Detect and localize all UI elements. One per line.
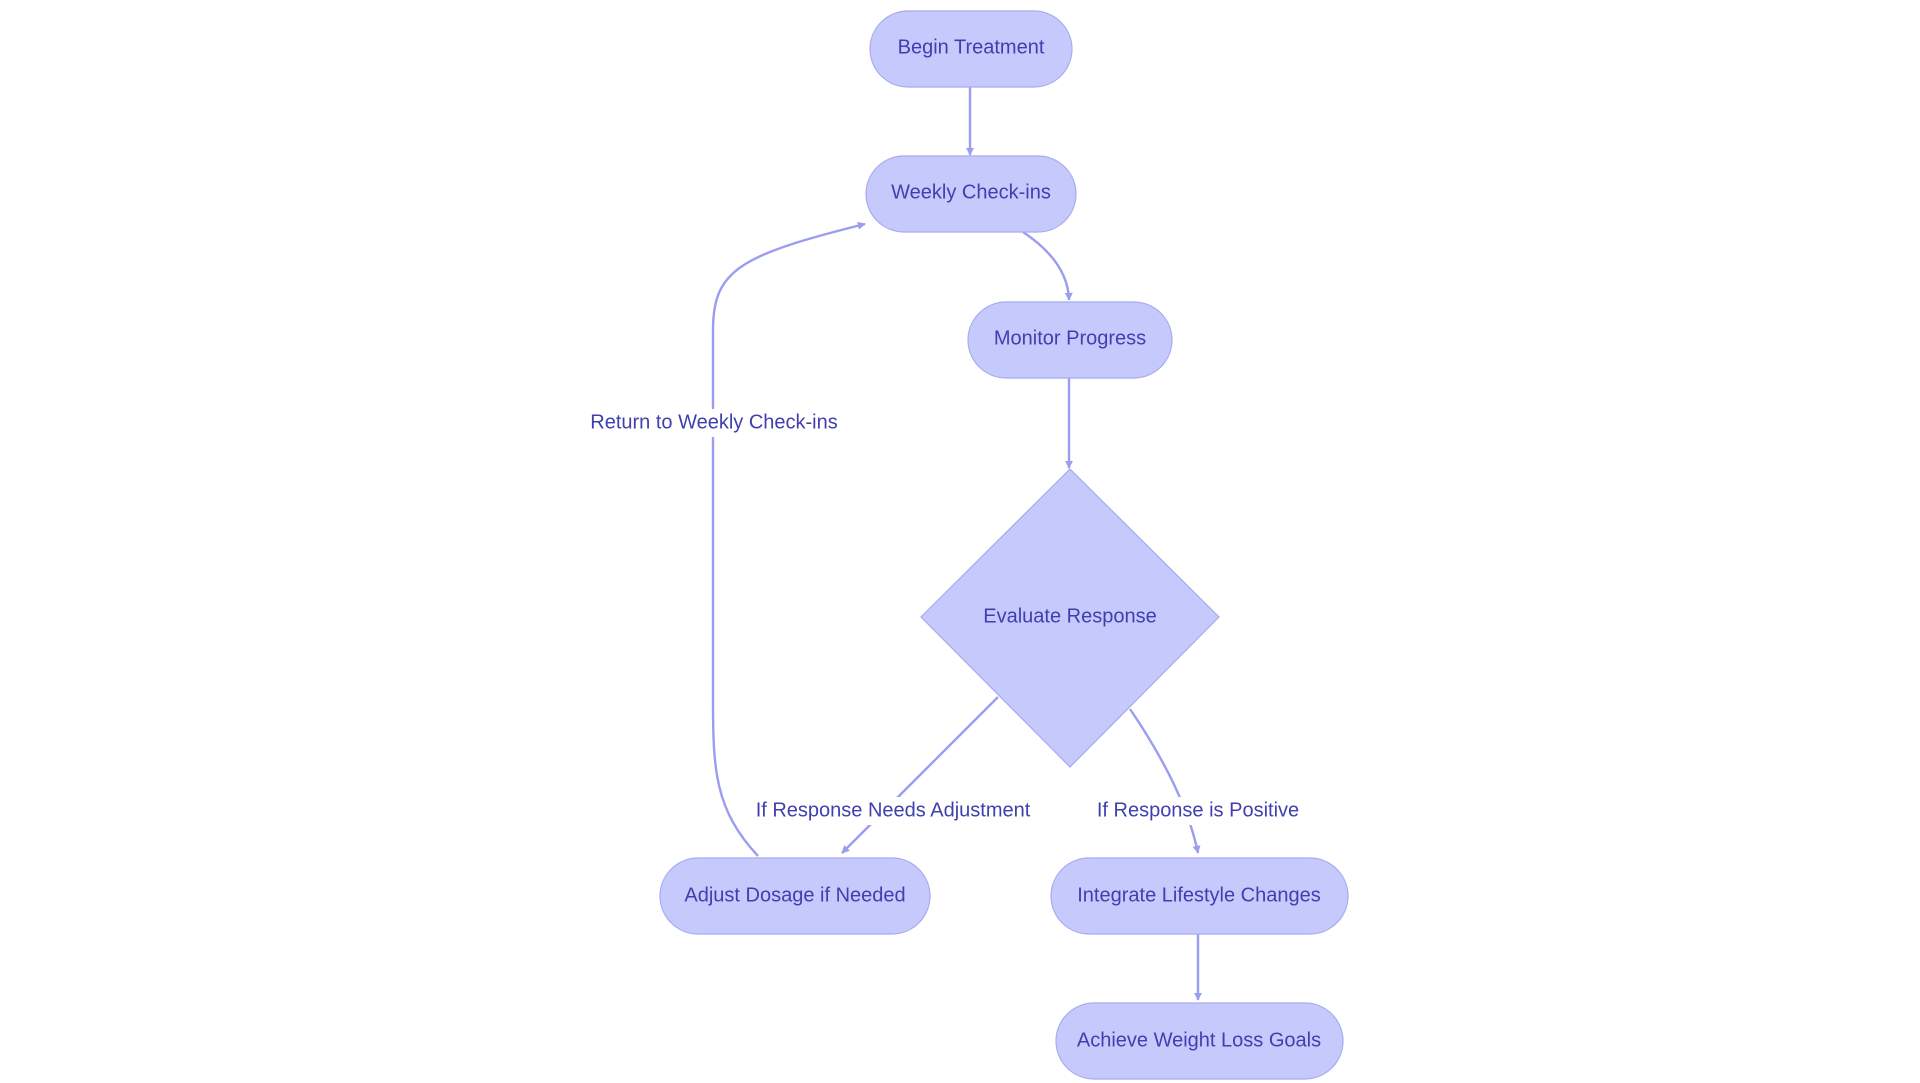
node-adjust-dosage[interactable]: Adjust Dosage if Needed: [659, 857, 931, 935]
node-weekly-check-ins-label: Weekly Check-ins: [891, 181, 1051, 203]
node-integrate-lifestyle-label: Integrate Lifestyle Changes: [1077, 884, 1321, 906]
node-begin-treatment[interactable]: Begin Treatment: [869, 10, 1073, 88]
node-weekly-check-ins[interactable]: Weekly Check-ins: [865, 155, 1077, 233]
node-begin-treatment-label: Begin Treatment: [898, 36, 1045, 58]
edge-weekly-to-monitor: [1022, 231, 1073, 301]
nodes: Begin Treatment Weekly Check-ins Monitor…: [659, 10, 1349, 1080]
node-achieve-goals-label: Achieve Weight Loss Goals: [1077, 1029, 1321, 1051]
node-integrate-lifestyle[interactable]: Integrate Lifestyle Changes: [1050, 857, 1349, 935]
edge-label-return-weekly-text: Return to Weekly Check-ins: [590, 411, 838, 433]
node-evaluate-response-label: Evaluate Response: [983, 605, 1156, 627]
edge-label-positive: If Response is Positive: [1097, 797, 1299, 825]
node-evaluate-response[interactable]: Evaluate Response: [920, 468, 1220, 768]
edges: [711, 87, 1202, 1001]
edge-label-positive-text: If Response is Positive: [1097, 799, 1299, 821]
edge-label-return-weekly: Return to Weekly Check-ins: [590, 409, 838, 437]
node-monitor-progress-label: Monitor Progress: [994, 327, 1146, 349]
node-achieve-goals[interactable]: Achieve Weight Loss Goals: [1055, 1002, 1344, 1080]
edge-evaluate-to-adjust: [841, 696, 999, 854]
edge-label-needs-adjustment: If Response Needs Adjustment: [756, 797, 1031, 825]
edge-adjust-to-weekly: [711, 221, 866, 857]
node-adjust-dosage-label: Adjust Dosage if Needed: [684, 884, 905, 906]
edge-evaluate-to-integrate: [1129, 708, 1201, 854]
edge-labels: Return to Weekly Check-ins If Response N…: [590, 409, 1299, 825]
node-monitor-progress[interactable]: Monitor Progress: [967, 301, 1173, 379]
edge-label-needs-adjustment-text: If Response Needs Adjustment: [756, 799, 1031, 821]
